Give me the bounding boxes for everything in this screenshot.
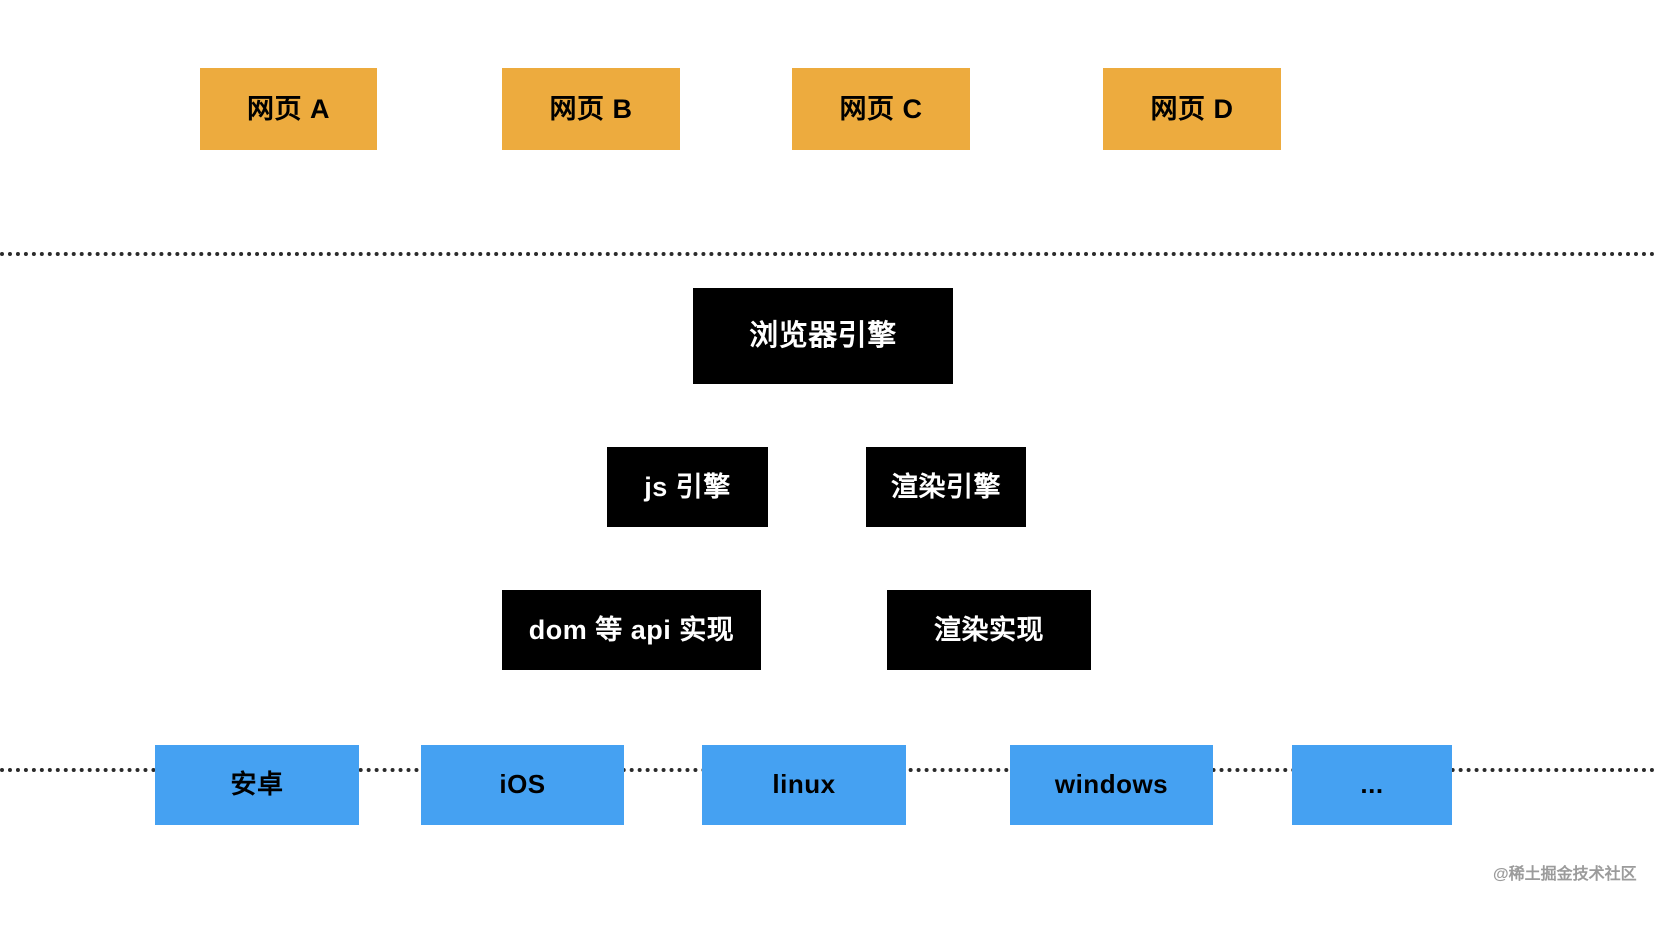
web-page-box[interactable]: 网页 B	[502, 68, 680, 150]
engine-box[interactable]: js 引擎	[607, 447, 768, 527]
divider-top	[0, 252, 1656, 256]
engine-box[interactable]: dom 等 api 实现	[502, 590, 761, 670]
os-box[interactable]: 安卓	[155, 745, 359, 825]
os-box[interactable]: ...	[1292, 745, 1452, 825]
os-box[interactable]: linux	[702, 745, 906, 825]
web-page-box[interactable]: 网页 A	[200, 68, 377, 150]
os-box[interactable]: windows	[1010, 745, 1213, 825]
engine-box[interactable]: 渲染引擎	[866, 447, 1026, 527]
web-page-box[interactable]: 网页 D	[1103, 68, 1281, 150]
watermark-label: @稀土掘金技术社区	[1493, 866, 1637, 883]
os-box[interactable]: iOS	[421, 745, 624, 825]
engine-box[interactable]: 浏览器引擎	[693, 288, 953, 384]
engine-box[interactable]: 渲染实现	[887, 590, 1091, 670]
web-page-box[interactable]: 网页 C	[792, 68, 970, 150]
